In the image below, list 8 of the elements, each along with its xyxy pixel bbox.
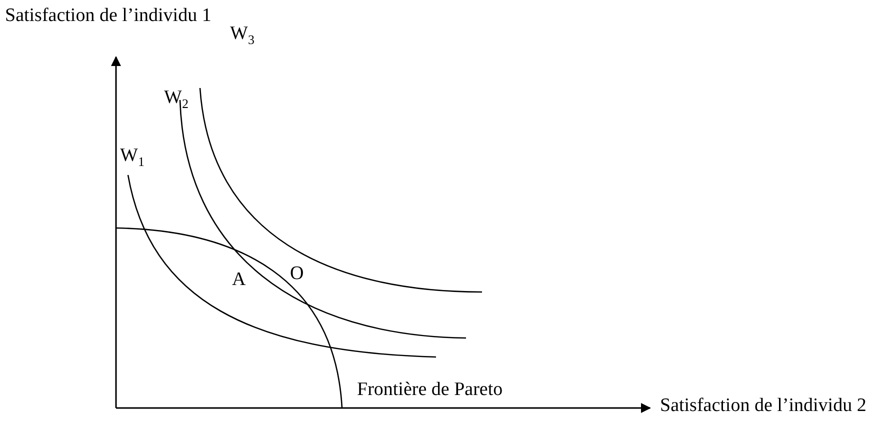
curve-label: W$_{1}$ — [120, 146, 144, 170]
point-label: A — [232, 270, 246, 291]
curve-label: W$_{3}$ — [230, 24, 254, 48]
axis-title: Satisfaction de l’individu 1 — [5, 6, 212, 27]
point-label: O — [290, 264, 304, 285]
curve-label: W$_{2}$ — [164, 88, 188, 112]
axis-title: Satisfaction de l’individu 2 — [660, 396, 866, 417]
curve-label: Frontière de Pareto — [357, 380, 503, 401]
